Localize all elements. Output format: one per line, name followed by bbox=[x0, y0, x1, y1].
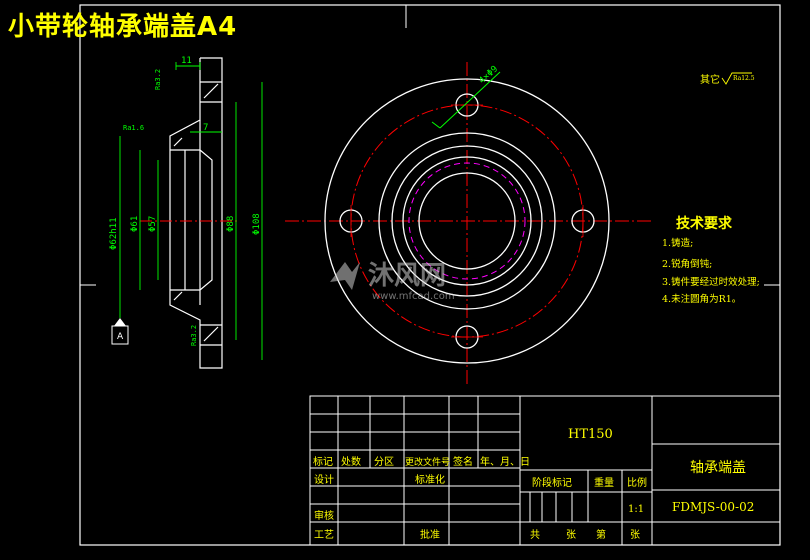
watermark-url: www.mfcad.com bbox=[372, 291, 455, 302]
hatch-line bbox=[203, 326, 219, 342]
bolt-hole-leader bbox=[431, 121, 441, 129]
roughness-note-value: Ra12.5 bbox=[733, 75, 755, 82]
tech-requirement-item: 2.锐角倒钝; bbox=[662, 258, 712, 270]
bore-groove bbox=[199, 149, 213, 291]
tb-label-date: 年、月、日 bbox=[480, 455, 530, 468]
watermark-logo-icon bbox=[330, 262, 360, 290]
outer-flange-circle bbox=[324, 78, 610, 364]
roughness-note-label: 其它 bbox=[700, 73, 720, 86]
tb-process: 工艺 bbox=[314, 529, 334, 541]
dim-dia-108: Φ108 bbox=[252, 213, 262, 235]
tb-sheet-unit-1: 张 bbox=[566, 529, 576, 541]
title-block bbox=[309, 395, 781, 546]
hub-step-circle bbox=[391, 145, 543, 297]
roughness-left: Ra1.6 bbox=[123, 124, 144, 132]
roughness-bottom: Ra3.2 bbox=[190, 325, 198, 346]
tb-approve: 批准 bbox=[420, 528, 440, 541]
tb-weight: 重量 bbox=[594, 476, 614, 489]
dim-dia-61: Φ61 bbox=[130, 216, 140, 232]
tb-review: 审核 bbox=[314, 509, 334, 522]
dim-width-11: 11 bbox=[181, 56, 192, 66]
hub-outer-circle bbox=[378, 132, 556, 310]
dim-dia-88: Φ88 bbox=[226, 216, 236, 232]
tb-label-count: 处数 bbox=[341, 455, 361, 468]
tb-drawing-no: FDMJS-00-02 bbox=[672, 500, 754, 514]
roughness-top: Ra3.2 bbox=[154, 69, 162, 90]
flange-outline bbox=[169, 57, 223, 369]
tb-sheet-unit-2: 张 bbox=[630, 529, 640, 541]
watermark-brand: 沐风网 bbox=[368, 261, 446, 291]
tech-requirements-heading: 技术要求 bbox=[676, 215, 733, 232]
tech-requirement-item: 4.未注圆角为R1。 bbox=[662, 293, 741, 305]
dim-width-7: 7 bbox=[203, 123, 208, 133]
title-block-frame bbox=[309, 395, 781, 546]
hatch-line bbox=[173, 137, 183, 147]
datum-label: A bbox=[117, 332, 124, 342]
tb-sheets-total: 共 bbox=[530, 529, 540, 541]
tb-label-signature: 签名 bbox=[453, 455, 473, 468]
watermark: 沐风网 www.mfcad.com bbox=[330, 261, 455, 302]
tb-scale-value: 1:1 bbox=[628, 504, 644, 515]
section-dimensions bbox=[119, 62, 263, 360]
hatch-line bbox=[203, 83, 219, 99]
tb-design: 设计 bbox=[314, 473, 334, 486]
section-view bbox=[169, 57, 223, 369]
bolt-hole-leader bbox=[439, 71, 501, 129]
tb-label-mark: 标记 bbox=[313, 456, 333, 468]
datum-triangle bbox=[114, 318, 126, 326]
tech-requirement-item: 3.铸件要经过时效处理; bbox=[662, 276, 760, 288]
tech-requirement-item: 1.铸造; bbox=[662, 237, 693, 249]
dim-dia-57: Φ57 bbox=[148, 216, 158, 232]
tb-standardize: 标准化 bbox=[415, 473, 445, 486]
tb-sheet-no: 第 bbox=[596, 528, 606, 541]
bore-circle bbox=[418, 172, 516, 270]
drawing-title: 小带轮轴承端盖A4 bbox=[8, 12, 238, 42]
tb-part-name: 轴承端盖 bbox=[690, 460, 746, 476]
tb-scale-label: 比例 bbox=[627, 476, 647, 489]
tb-material: HT150 bbox=[568, 427, 613, 442]
tb-label-change-doc: 更改文件号 bbox=[405, 456, 450, 468]
tb-label-zone: 分区 bbox=[374, 456, 394, 468]
hatch-line bbox=[173, 291, 183, 301]
hub-inner-circle bbox=[402, 156, 532, 286]
tb-stage-mark: 阶段标记 bbox=[532, 476, 572, 489]
roughness-symbol bbox=[721, 72, 752, 85]
dim-dia-62: Φ62h11 bbox=[109, 217, 119, 250]
front-view: 4×Φ9 bbox=[285, 62, 652, 385]
hidden-bore-circle bbox=[408, 162, 526, 280]
